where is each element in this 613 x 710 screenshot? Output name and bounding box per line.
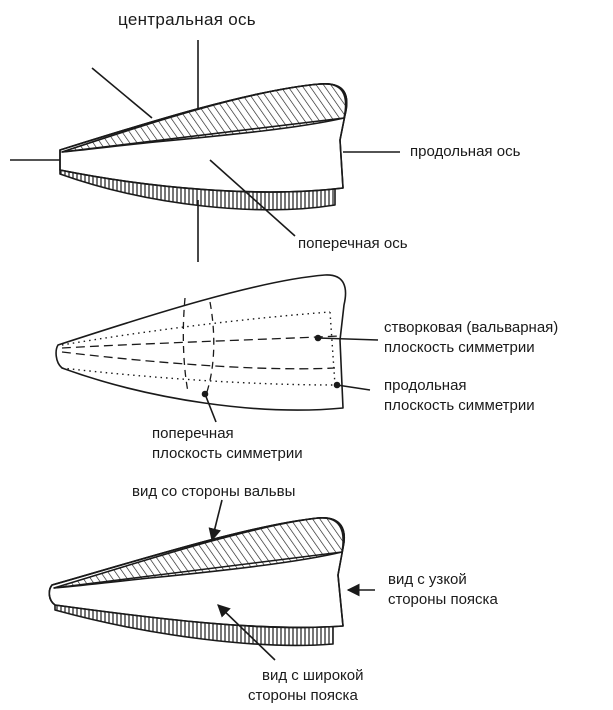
narrow-girdle-view-label-line2: стороны пояска — [388, 590, 498, 609]
longitudinal-axis-label: продольная ось — [410, 142, 520, 161]
transverse-plane-label-line1: поперечная — [152, 424, 234, 443]
narrow-girdle-view-label-line1: вид с узкой — [388, 570, 467, 589]
figure-views — [49, 500, 375, 660]
valvar-plane-label-line1: створковая (вальварная) — [384, 318, 558, 337]
broad-girdle-view-label-line1: вид с широкой — [262, 666, 363, 685]
central-axis-label: центральная ось — [118, 10, 256, 29]
valvar-plane-label-line2: плоскость симметрии — [384, 338, 535, 357]
longitudinal-plane-label-line2: плоскость симметрии — [384, 396, 535, 415]
valve-view-label: вид со стороны вальвы — [132, 482, 295, 501]
frustule-outline-2 — [56, 275, 345, 410]
figure-planes — [56, 275, 378, 422]
oblique-axis-line — [92, 68, 152, 118]
figure-axes — [10, 40, 400, 262]
transverse-plane-label-line2: плоскость симметрии — [152, 444, 303, 463]
broad-girdle-view-label-line2: стороны пояска — [248, 686, 358, 705]
valve-view-arrow — [212, 500, 222, 540]
transverse-axis-label: поперечная ось — [298, 234, 408, 253]
longitudinal-plane-label-line1: продольная — [384, 376, 467, 395]
